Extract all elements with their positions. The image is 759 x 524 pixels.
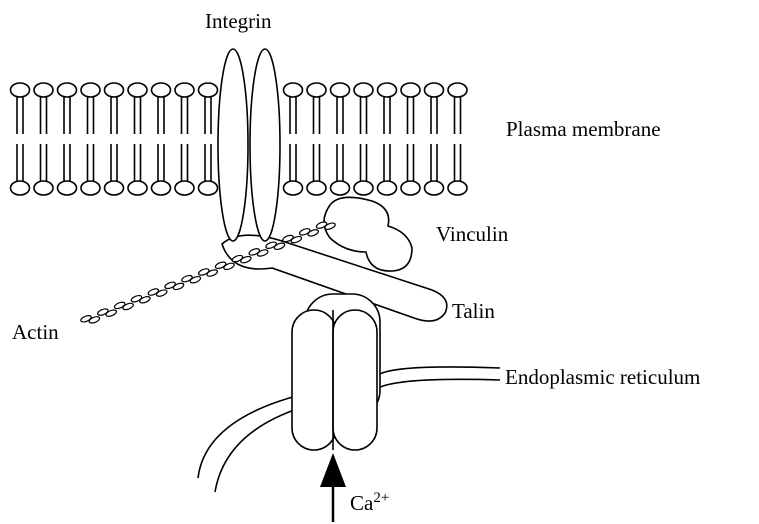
vinculin-label: Vinculin — [436, 224, 508, 245]
calcium-label-base: Ca — [350, 491, 373, 515]
calcium-arrow — [320, 453, 346, 522]
calcium-label: Ca2+ — [350, 493, 389, 514]
endoplasmic-reticulum-label: Endoplasmic reticulum — [505, 367, 700, 388]
plasma-membrane-label: Plasma membrane — [506, 119, 661, 140]
calcium-label-charge: 2+ — [373, 490, 389, 506]
talin-label: Talin — [452, 301, 495, 322]
actin-label: Actin — [12, 322, 59, 343]
integrin-protein — [218, 49, 280, 241]
calcium-channel — [292, 294, 380, 450]
integrin-label: Integrin — [205, 11, 271, 32]
